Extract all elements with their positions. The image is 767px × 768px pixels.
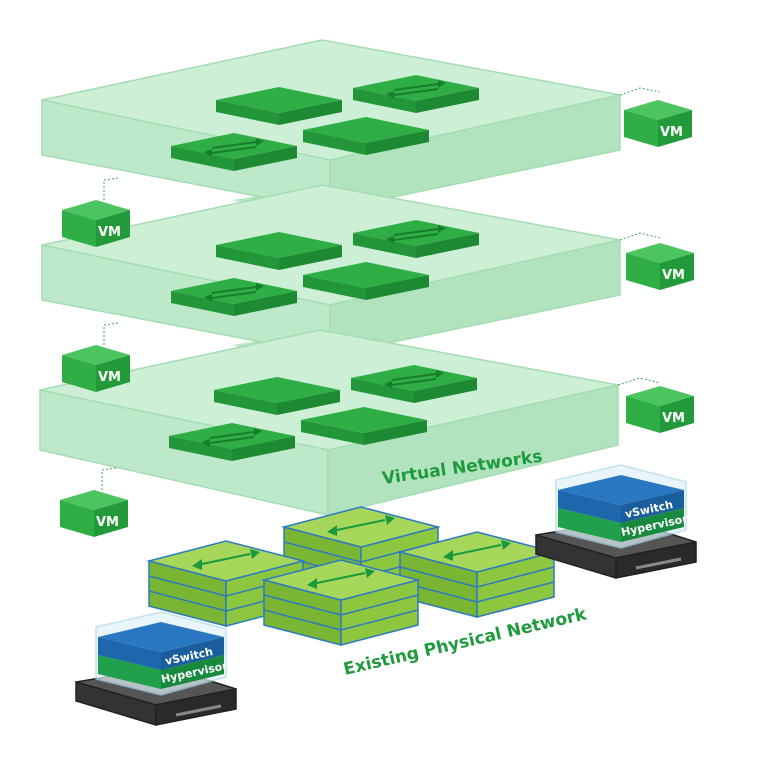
vm-box-1: VM: [62, 177, 130, 247]
bidirectional-arrow-icon: [386, 225, 446, 244]
virtual-switch-4: [216, 232, 342, 270]
bidirectional-arrow-icon: [443, 540, 511, 561]
vm-label: VM: [98, 370, 121, 385]
virtual-switch-5: [353, 220, 479, 258]
vm-box-0: VM: [619, 87, 692, 147]
virtual-switch-11: [301, 407, 427, 445]
bidirectional-arrow-icon: [204, 283, 264, 302]
bidirectional-arrow-icon: [307, 568, 375, 589]
virtual-switch-6: [171, 278, 297, 316]
vm-box-4: VM: [617, 377, 694, 433]
virtual-switch-9: [351, 365, 477, 403]
virtual-switch-tiles: [169, 75, 479, 461]
vm-label: VM: [96, 515, 119, 530]
physical-switch-2: [397, 531, 557, 618]
bidirectional-arrow-icon: [386, 80, 446, 99]
bidirectional-arrow-icon: [202, 428, 262, 447]
bidirectional-arrow-icon: [327, 515, 395, 536]
virtual-switch-0: [216, 87, 342, 125]
bidirectional-arrow-icon: [192, 549, 260, 570]
virtual-switch-3: [303, 117, 429, 155]
virtual-switch-1: [353, 75, 479, 113]
vm-box-5: VM: [60, 467, 128, 537]
virtual-switch-7: [303, 262, 429, 300]
vm-label: VM: [98, 225, 121, 240]
physical-switches: [146, 506, 557, 646]
vm-box-3: VM: [62, 322, 130, 392]
virtual-switch-10: [169, 423, 295, 461]
physical-switch-3: [261, 559, 421, 646]
vm-label: VM: [660, 125, 683, 140]
bidirectional-arrow-icon: [384, 370, 444, 389]
vm-label: VM: [662, 268, 685, 283]
bidirectional-arrow-icon: [204, 138, 264, 157]
virtual-switch-8: [214, 377, 340, 415]
vm-label: VM: [662, 411, 685, 426]
vm-box-2: VM: [619, 232, 694, 290]
virtual-switch-2: [171, 133, 297, 171]
vm-boxes: VM VM VM VM VM VM: [60, 87, 694, 537]
